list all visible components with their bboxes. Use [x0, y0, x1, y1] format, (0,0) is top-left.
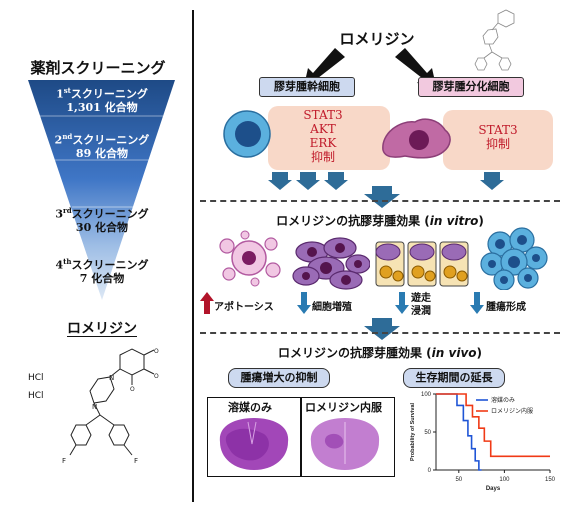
lomerizine-structure: O O O N N F F [62, 348, 159, 465]
panel-drug-label: ロメリジン内服 [305, 401, 382, 414]
survival-extension-box: 生存期間の延長 [403, 368, 505, 388]
screening-stage-3: 3rdスクリーニング 30 化合物 [55, 206, 149, 234]
y-tick-label: 50 [424, 430, 431, 436]
x-axis-label: Days [486, 486, 501, 492]
arrow-to-stem [304, 48, 345, 86]
diff-target-panel [443, 110, 553, 170]
x-tick-label: 150 [545, 477, 556, 483]
diff-cell-box: 膠芽腫分化細胞 [418, 77, 524, 97]
down-arrow-stat3 [268, 172, 292, 190]
tumorsphere-illustration [480, 227, 548, 290]
screening-stage-1: 1stスクリーニング 1,301 化合物 [56, 86, 148, 114]
big-arrow-1 [364, 186, 400, 208]
vertical-divider [192, 10, 194, 502]
x-tick-label: 100 [499, 477, 510, 483]
stem-cell-illustration [223, 110, 271, 158]
migration-illustration [375, 241, 469, 287]
diff-cell-illustration [382, 118, 451, 159]
effect-tumor-label: 腫瘍形成 [486, 302, 526, 313]
screening-result: ロメリジン [67, 321, 137, 337]
y-tick-label: 100 [421, 392, 432, 398]
effect-migration-label: 遊走 浸潤 [411, 293, 431, 317]
legend-label: 溶媒のみ [491, 396, 515, 404]
tumor-suppression-box: 腫瘍増大の抑制 [228, 368, 330, 388]
stem-target-panel [268, 106, 390, 170]
structure-o1: O [154, 348, 159, 355]
migration-down-arrow [395, 292, 409, 314]
screening-funnel [28, 80, 175, 300]
effect-apoptosis-label: アポトーシス [214, 302, 274, 313]
in-vitro-title: ロメリジンの抗膠芽腫効果 (in vitro) [276, 214, 484, 228]
structure-o2: O [154, 373, 159, 380]
screening-stage-2: 2ndスクリーニング 89 化合物 [54, 132, 150, 160]
structure-hcl-1: HCl [28, 373, 44, 383]
stem-cell-box: 膠芽腫幹細胞 [259, 77, 355, 97]
mechanism-drug-title: ロメリジン [339, 30, 415, 48]
structure-hcl-2: HCl [28, 391, 44, 401]
structure-f2: F [134, 457, 138, 465]
x-tick-label: 50 [455, 477, 462, 483]
arrow-to-diff [395, 48, 436, 86]
y-axis-label: Probability of Survival [410, 402, 416, 461]
proliferation-down-arrow [297, 292, 311, 314]
in-vivo-title: ロメリジンの抗膠芽腫効果 (in vivo) [278, 346, 482, 360]
down-arrow-erk [324, 172, 348, 190]
stem-targets: STAT3 AKT ERK 抑制 [303, 108, 343, 164]
diff-targets: STAT3 抑制 [478, 123, 518, 151]
tumor-down-arrow [470, 292, 484, 314]
survival-line-vehicle [436, 393, 482, 471]
brain-section-drug [310, 418, 380, 470]
structure-f1: F [62, 457, 66, 465]
proliferation-illustration [292, 237, 370, 290]
panel-vehicle-label: 溶媒のみ [228, 401, 272, 414]
screening-stage-4: 4thスクリーニング 7 化合物 [55, 257, 149, 285]
down-arrows-row [268, 172, 504, 190]
big-arrow-2 [364, 318, 400, 340]
down-arrow-diff [480, 172, 504, 190]
structure-n2: N [92, 403, 97, 411]
section-divider-1 [200, 200, 560, 202]
structure-n1: N [109, 374, 114, 382]
screening-title: 薬剤スクリーニング [30, 59, 166, 77]
structure-o3: O [130, 386, 135, 393]
down-arrow-akt [296, 172, 320, 190]
brain-section-vehicle [219, 418, 289, 470]
survival-line-lomerizine [436, 393, 550, 458]
legend-label: ロメリジン内服 [491, 407, 533, 415]
mechanism-arrows [304, 48, 436, 86]
y-tick-label: 0 [428, 468, 432, 474]
apoptosis-up-arrow [200, 292, 214, 314]
small-structure-icon [474, 9, 515, 71]
effect-proliferation-label: 細胞増殖 [312, 302, 352, 313]
section-divider-2 [200, 332, 560, 334]
apoptosis-illustration [219, 230, 281, 287]
